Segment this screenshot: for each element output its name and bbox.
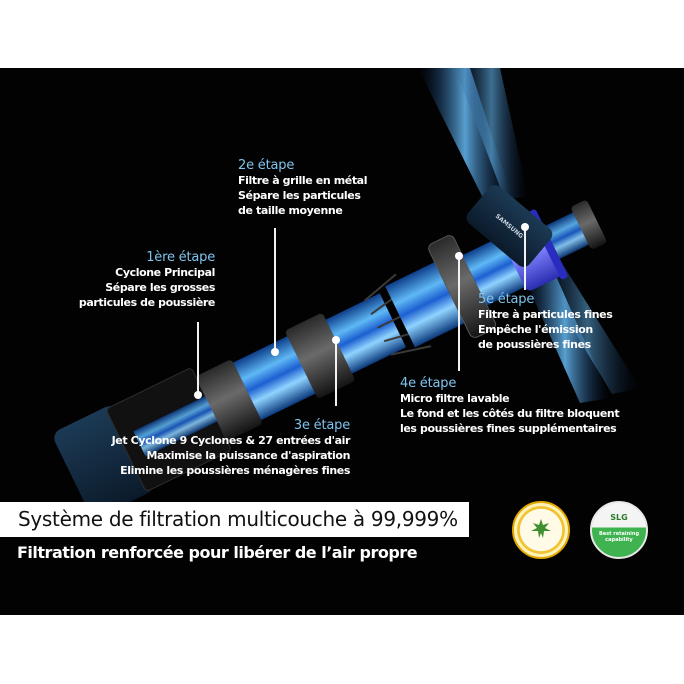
step-1-line-1: Cyclone Principal <box>115 266 215 279</box>
step3-marker-dot <box>332 336 340 344</box>
step-2-line-3: de taille moyenne <box>238 204 343 217</box>
step-3-line-3: Elimine les poussières ménagères fines <box>120 464 350 477</box>
step-5-line-1: Filtre à particules fines <box>478 308 613 321</box>
step-2-line-1: Filtre à grille en métal <box>238 174 368 187</box>
exhaust-airflow <box>418 68 640 403</box>
step-5-line-3: de poussières fines <box>478 338 591 351</box>
step5-leader-line <box>524 228 526 290</box>
step-2-line-2: Sépare les particules <box>238 189 361 202</box>
vacuum-filtration-illustration: SAMSUNG <box>54 68 640 517</box>
step4-leader-line <box>458 256 460 371</box>
slg-certification-badge: SLG Best retaining capability <box>590 501 648 559</box>
step2-marker-dot <box>271 348 279 356</box>
step-3-title: 3e étape <box>293 418 350 433</box>
step-4-title: 4e étape <box>400 376 457 391</box>
allergy-uk-seal-badge <box>512 501 570 559</box>
step2-leader-line <box>274 228 276 352</box>
step-2-title: 2e étape <box>238 158 295 173</box>
step-1-callout: 1ère étape Cyclone Principal Sépare les … <box>78 250 216 310</box>
step-3-line-1: Jet Cyclone 9 Cyclones & 27 entrées d'ai… <box>111 434 351 447</box>
step-4-line-2: Le fond et les côtés du filtre bloquent <box>400 407 620 420</box>
step-4-line-1: Micro filtre lavable <box>400 392 510 405</box>
step-3-line-2: Maximise la puissance d'aspiration <box>146 449 351 462</box>
step3-leader-line <box>335 340 337 406</box>
step5-marker-dot <box>521 223 529 231</box>
step1-marker-dot <box>194 391 202 399</box>
slg-subtext: Best retaining capability <box>598 531 640 543</box>
step-4-line-3: les poussières fines supplémentaires <box>400 422 617 435</box>
step-5-callout: 5e étape Filtre à particules fines Empêc… <box>478 292 613 352</box>
infographic-panel: SAMSUNG 2e étape Filtre à grille en méta… <box>0 68 684 615</box>
step-3-callout: 3e étape Jet Cyclone 9 Cyclones & 27 ent… <box>111 418 351 478</box>
step-1-line-2: Sépare les grosses <box>105 281 215 294</box>
step-5-line-2: Empêche l'émission <box>478 323 593 336</box>
step1-leader-line <box>197 322 199 395</box>
headline-banner: Système de filtration multicouche à 99,9… <box>0 502 469 537</box>
step-2-callout: 2e étape Filtre à grille en métal Sépare… <box>238 158 367 218</box>
step-5-title: 5e étape <box>478 292 535 307</box>
step4-marker-dot <box>455 252 463 260</box>
slg-label: SLG <box>610 513 628 522</box>
step-1-title: 1ère étape <box>146 250 215 265</box>
step-4-callout: 4e étape Micro filtre lavable Le fond et… <box>400 376 620 436</box>
subheadline-text: Filtration renforcée pour libérer de l’a… <box>17 543 418 562</box>
leaf-icon <box>531 519 551 538</box>
headline-text: Système de filtration multicouche à 99,9… <box>18 507 458 531</box>
step-1-line-3: particules de poussière <box>78 296 216 309</box>
